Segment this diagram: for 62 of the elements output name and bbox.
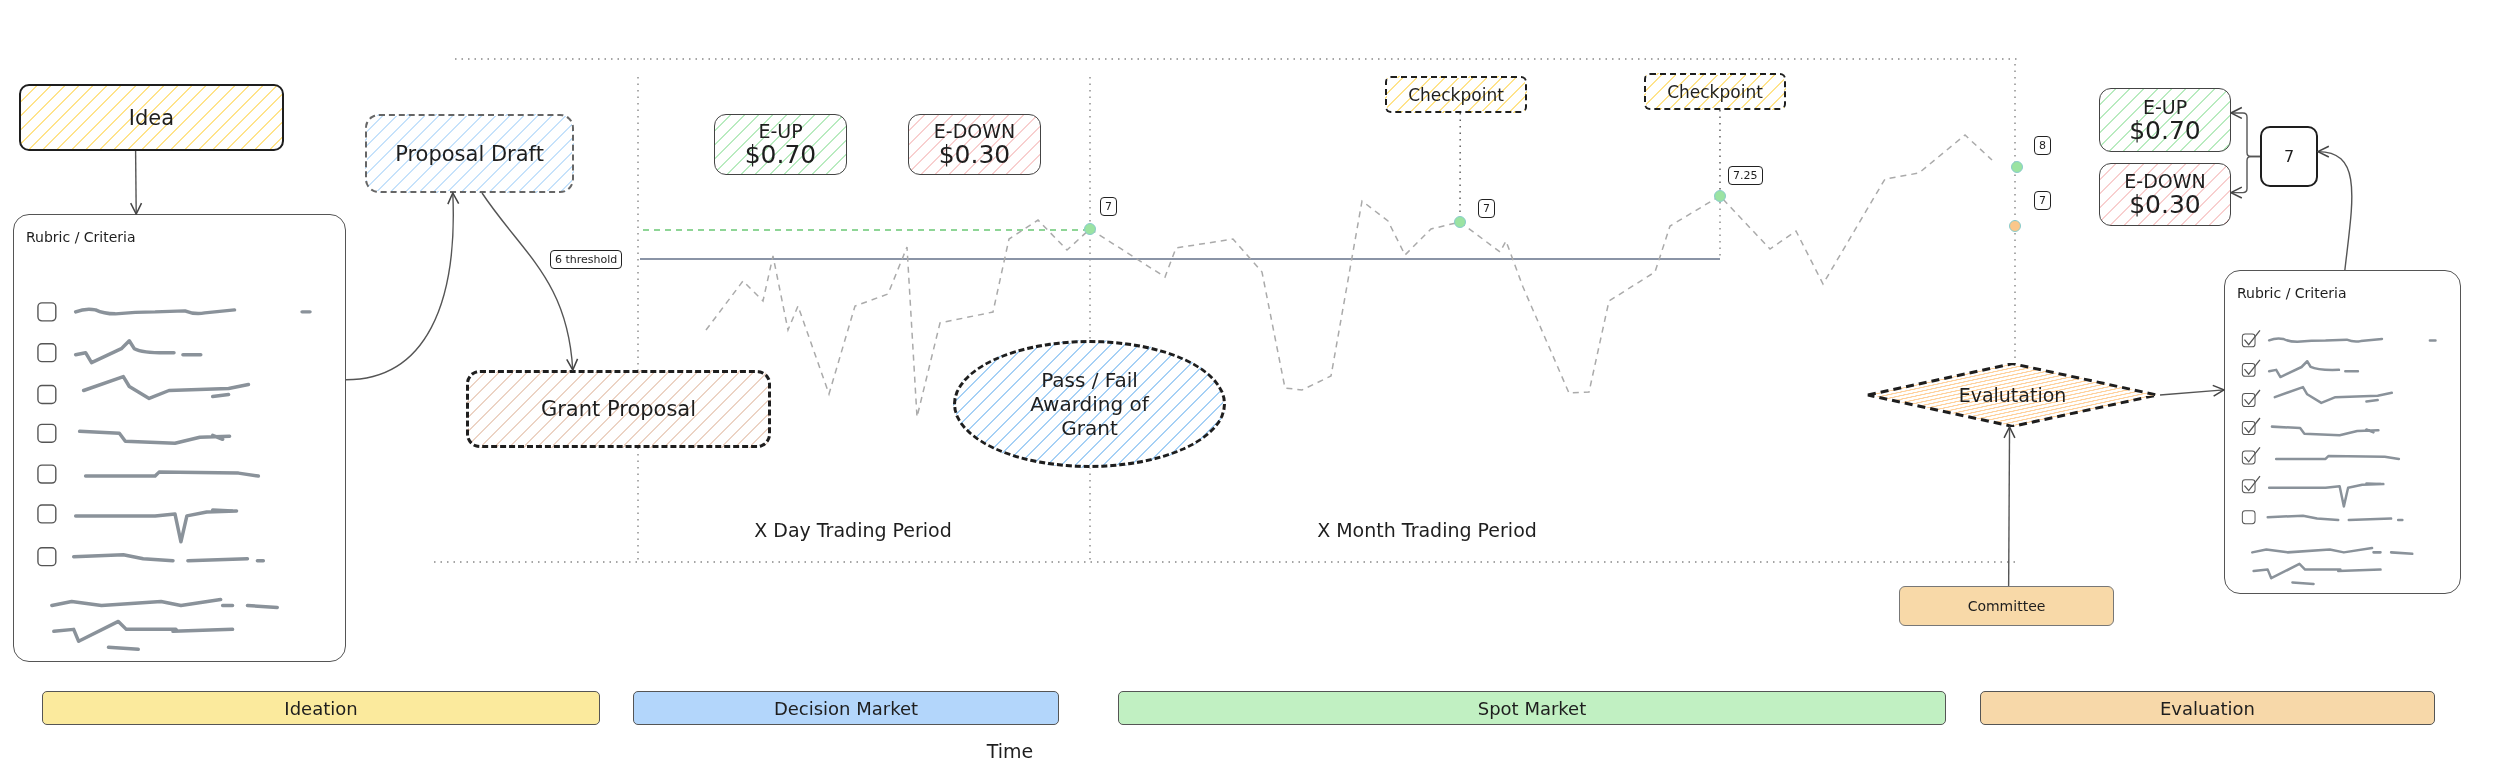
axis-label: X Month Trading Period	[1317, 519, 1537, 541]
checkpoint-box	[1385, 76, 1527, 113]
node-label: Committee	[1967, 598, 2046, 614]
value-tag: 8	[2034, 136, 2051, 155]
axis-label: X Day Trading Period	[754, 519, 952, 541]
committee-box	[1899, 586, 2114, 626]
checkpoint-box	[1644, 73, 1786, 110]
value-tag: 6 threshold	[550, 250, 623, 269]
price-point-marker	[1714, 190, 1726, 202]
leader-line	[1719, 109, 1721, 191]
price-value: $0.70	[744, 140, 817, 169]
price-value: $0.70	[2129, 115, 2201, 145]
card-title: Rubric / Criteria	[2237, 285, 2347, 301]
arrow	[345, 192, 460, 381]
node-label: Checkpoint	[1408, 84, 1504, 105]
price-card	[2099, 88, 2231, 152]
node-label: Evaluation	[2160, 697, 2255, 719]
arrow	[129, 150, 143, 215]
price-point-marker	[2011, 161, 2023, 173]
node-label: 7	[2283, 147, 2295, 166]
arrow	[2159, 384, 2225, 397]
arrow	[481, 192, 578, 371]
node-label: Proposal Draft	[395, 141, 544, 166]
node-label: Spot Market	[1477, 697, 1587, 719]
node-label: Ideation	[284, 697, 358, 719]
axis-label: Time	[986, 740, 1034, 762]
card-title: Rubric / Criteria	[26, 229, 136, 245]
price-point-marker	[1454, 216, 1466, 228]
arrow	[2230, 155, 2261, 199]
price-card	[908, 114, 1041, 175]
phase-bar	[42, 691, 600, 725]
value-tag: 7	[2034, 191, 2051, 210]
process-box	[19, 84, 284, 151]
phase-bar	[1118, 691, 1946, 725]
rubric-card	[13, 214, 346, 662]
price-card	[714, 114, 847, 175]
draft-box	[365, 114, 574, 193]
market-name: E-DOWN	[2124, 170, 2206, 192]
price-value: $0.30	[938, 140, 1011, 169]
price-point-marker	[1084, 223, 1096, 235]
value-tag: 7	[1100, 197, 1117, 216]
value-tag: 7.25	[1728, 166, 1763, 185]
rubric-card	[2224, 270, 2461, 594]
phase-bar	[1980, 691, 2435, 725]
node-label: Checkpoint	[1667, 81, 1763, 102]
node-label: Grant Proposal	[540, 397, 697, 421]
price-point-marker	[2009, 220, 2021, 232]
arrow	[2317, 146, 2353, 271]
proposal-box	[466, 370, 771, 448]
node-label: Decision Market	[773, 697, 919, 719]
node-label: Evalutation	[1958, 384, 2067, 406]
phase-bar	[633, 691, 1059, 725]
market-name: E-UP	[758, 120, 803, 142]
node-label: Idea	[128, 105, 175, 130]
score-box	[2260, 126, 2318, 187]
value-tag: 7	[1478, 199, 1495, 218]
node-label: Pass / Fail Awarding of Grant	[1029, 368, 1151, 440]
price-card	[2099, 163, 2231, 226]
arrow	[2003, 426, 2016, 587]
price-value: $0.30	[2129, 190, 2201, 219]
market-name: E-DOWN	[933, 120, 1016, 142]
market-name: E-UP	[2142, 95, 2188, 118]
